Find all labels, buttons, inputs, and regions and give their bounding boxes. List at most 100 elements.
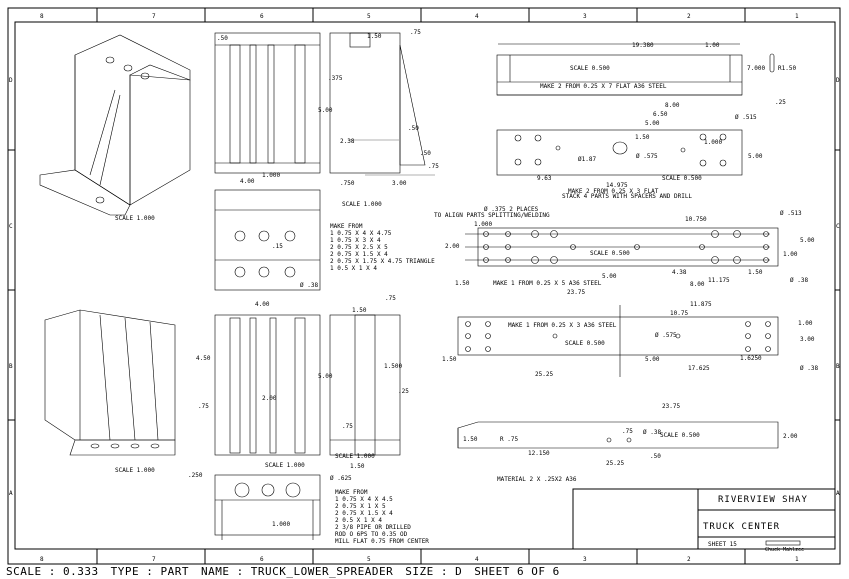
- svg-text:11.875: 11.875: [690, 301, 712, 308]
- svg-text:.75: .75: [385, 295, 396, 302]
- svg-text:1 0.5 X 1 X 4: 1 0.5 X 1 X 4: [330, 265, 377, 272]
- svg-text:5: 5: [367, 556, 371, 563]
- status-type: TYPE : PART: [110, 565, 189, 578]
- svg-text:ROD O 6PS TO 0.35 OD: ROD O 6PS TO 0.35 OD: [335, 531, 408, 538]
- svg-text:4.00: 4.00: [255, 301, 270, 308]
- svg-text:17.625: 17.625: [688, 365, 710, 372]
- svg-text:8: 8: [40, 556, 44, 563]
- part-bar: [457, 421, 779, 449]
- svg-text:Ø .625: Ø .625: [330, 475, 352, 482]
- svg-text:2 0.75 X 2.5 X 5: 2 0.75 X 2.5 X 5: [330, 244, 388, 251]
- svg-text:.375: .375: [328, 75, 343, 82]
- svg-text:D: D: [836, 77, 840, 84]
- svg-text:Ø .575: Ø .575: [655, 332, 677, 339]
- svg-text:1.00: 1.00: [798, 320, 813, 327]
- svg-text:3: 3: [583, 556, 587, 563]
- title-block-company: RIVERVIEW SHAY: [718, 495, 808, 505]
- svg-text:6: 6: [260, 556, 264, 563]
- svg-text:.50: .50: [650, 453, 661, 460]
- svg-text:1 0.75 X 4 X 4.75: 1 0.75 X 4 X 4.75: [330, 230, 392, 237]
- svg-text:4.50: 4.50: [196, 355, 211, 362]
- svg-text:1.50: 1.50: [442, 356, 457, 363]
- svg-text:1.000: 1.000: [474, 221, 492, 228]
- svg-text:Ø .38: Ø .38: [790, 277, 808, 284]
- svg-text:12.150: 12.150: [528, 450, 550, 457]
- svg-text:10.75: 10.75: [670, 310, 688, 317]
- svg-text:Ø1.87: Ø1.87: [578, 156, 596, 163]
- svg-text:1.50: 1.50: [352, 307, 367, 314]
- svg-text:7: 7: [152, 13, 156, 20]
- outer-border: [7, 7, 841, 565]
- svg-text:B: B: [836, 363, 840, 370]
- svg-text:1.6250: 1.6250: [740, 355, 762, 362]
- svg-text:D: D: [9, 77, 13, 84]
- svg-text:7: 7: [152, 556, 156, 563]
- svg-text:1.50: 1.50: [455, 280, 470, 287]
- svg-text:.75: .75: [428, 163, 439, 170]
- dim: R1.50: [778, 65, 796, 72]
- front-bottom-scale: SCALE 1.000: [265, 462, 305, 469]
- dim: 7.000: [747, 65, 765, 72]
- dim: .25: [775, 99, 786, 106]
- svg-text:Ø .513: Ø .513: [780, 210, 802, 217]
- note: MAKE 2 FROM 0.25 X 7 FLAT A36 STEEL: [540, 83, 667, 90]
- svg-text:MAKE 2 FROM 0.25 X 3 FLAT: MAKE 2 FROM 0.25 X 3 FLAT: [568, 188, 659, 195]
- svg-text:R .75: R .75: [500, 436, 518, 443]
- part-flat-plate: [496, 43, 775, 96]
- svg-text:.750: .750: [340, 180, 355, 187]
- svg-text:1.00: 1.00: [783, 251, 798, 258]
- front-top-scale: SCALE 1.000: [342, 201, 382, 208]
- svg-text:A: A: [9, 490, 13, 497]
- svg-text:5.00: 5.00: [800, 237, 815, 244]
- svg-text:1.000: 1.000: [262, 172, 280, 179]
- svg-text:8.00: 8.00: [690, 281, 705, 288]
- svg-text:SCALE 0.500: SCALE 0.500: [660, 432, 700, 439]
- svg-text:TO ALIGN PARTS SPLITTING/WELDI: TO ALIGN PARTS SPLITTING/WELDING: [434, 212, 550, 219]
- front-view-top: [214, 32, 435, 291]
- svg-text:23.75: 23.75: [662, 403, 680, 410]
- svg-text:MAKE FROM: MAKE FROM: [330, 223, 363, 230]
- svg-text:5: 5: [367, 13, 371, 20]
- svg-text:2 3/8 PIPE OR DRILLED: 2 3/8 PIPE OR DRILLED: [335, 524, 411, 531]
- dim: 19.380: [632, 42, 654, 49]
- svg-text:.75: .75: [198, 403, 209, 410]
- svg-text:Ø .375 2 PLACES: Ø .375 2 PLACES: [484, 206, 539, 213]
- svg-text:1.000: 1.000: [272, 521, 290, 528]
- svg-text:3.00: 3.00: [800, 336, 815, 343]
- svg-text:.15: .15: [272, 243, 283, 250]
- svg-text:2.00: 2.00: [262, 395, 277, 402]
- svg-text:MILL FLAT 0.75 FROM CENTER: MILL FLAT 0.75 FROM CENTER: [335, 538, 429, 545]
- svg-text:SCALE 0.500: SCALE 0.500: [662, 175, 702, 182]
- isometric-view-top: [39, 34, 191, 216]
- svg-text:2.38: 2.38: [340, 138, 355, 145]
- svg-text:4: 4: [475, 13, 479, 20]
- svg-text:.75: .75: [342, 423, 353, 430]
- status-sheet: SHEET 6 OF 6: [474, 565, 560, 578]
- svg-text:B: B: [9, 363, 13, 370]
- svg-text:1: 1: [795, 13, 799, 20]
- status-size: SIZE : D: [405, 565, 463, 578]
- svg-text:2 0.75 X 1 X 5: 2 0.75 X 1 X 5: [335, 503, 386, 510]
- svg-text:1.50: 1.50: [350, 463, 365, 470]
- front-view-bottom: [214, 314, 401, 540]
- dim: 1.00: [705, 42, 720, 49]
- svg-text:8.00: 8.00: [665, 102, 680, 109]
- part-drilled-flat: [496, 129, 743, 176]
- iso-bottom-scale: SCALE 1.000: [115, 467, 155, 474]
- svg-text:5.00: 5.00: [645, 356, 660, 363]
- svg-text:MATERIAL 2 X .25X2 A36: MATERIAL 2 X .25X2 A36: [497, 476, 577, 483]
- isometric-view-bottom: [44, 309, 176, 456]
- svg-text:MAKE 1 FROM 0.25 X 3 A36 STEEL: MAKE 1 FROM 0.25 X 3 A36 STEEL: [508, 322, 617, 329]
- svg-text:3.00: 3.00: [392, 180, 407, 187]
- svg-text:1.50: 1.50: [748, 269, 763, 276]
- svg-text:4.38: 4.38: [672, 269, 687, 276]
- svg-text:MAKE FROM: MAKE FROM: [335, 489, 368, 496]
